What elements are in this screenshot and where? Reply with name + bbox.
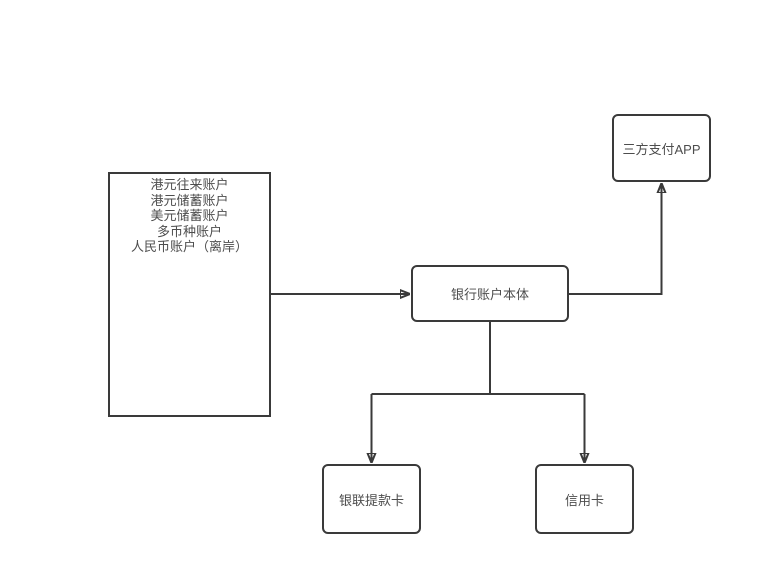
edge-bank-to-app — [569, 183, 662, 295]
account-types-list: 港元往来账户 港元储蓄账户 美元储蓄账户 多币种账户 人民币账户（离岸） — [131, 177, 248, 255]
node-bank-account[interactable]: 银行账户本体 — [411, 265, 569, 322]
node-credit-card[interactable]: 信用卡 — [535, 464, 634, 534]
node-account-types[interactable]: 港元往来账户 港元储蓄账户 美元储蓄账户 多币种账户 人民币账户（离岸） — [108, 172, 271, 417]
account-type-line: 美元储蓄账户 — [150, 208, 229, 223]
node-third-party-app-label: 三方支付APP — [622, 141, 701, 157]
node-unionpay-card[interactable]: 银联提款卡 — [322, 464, 421, 534]
account-type-line: 港元往来账户 — [150, 177, 229, 192]
node-unionpay-card-label: 银联提款卡 — [338, 492, 404, 508]
account-type-line: 港元储蓄账户 — [150, 192, 229, 208]
account-type-line: 人民币账户（离岸） — [130, 239, 248, 254]
node-credit-card-label: 信用卡 — [564, 492, 604, 508]
node-third-party-app[interactable]: 三方支付APP — [612, 114, 711, 182]
account-type-line: 多币种账户 — [156, 223, 222, 239]
node-bank-account-label: 银行账户本体 — [450, 287, 529, 302]
